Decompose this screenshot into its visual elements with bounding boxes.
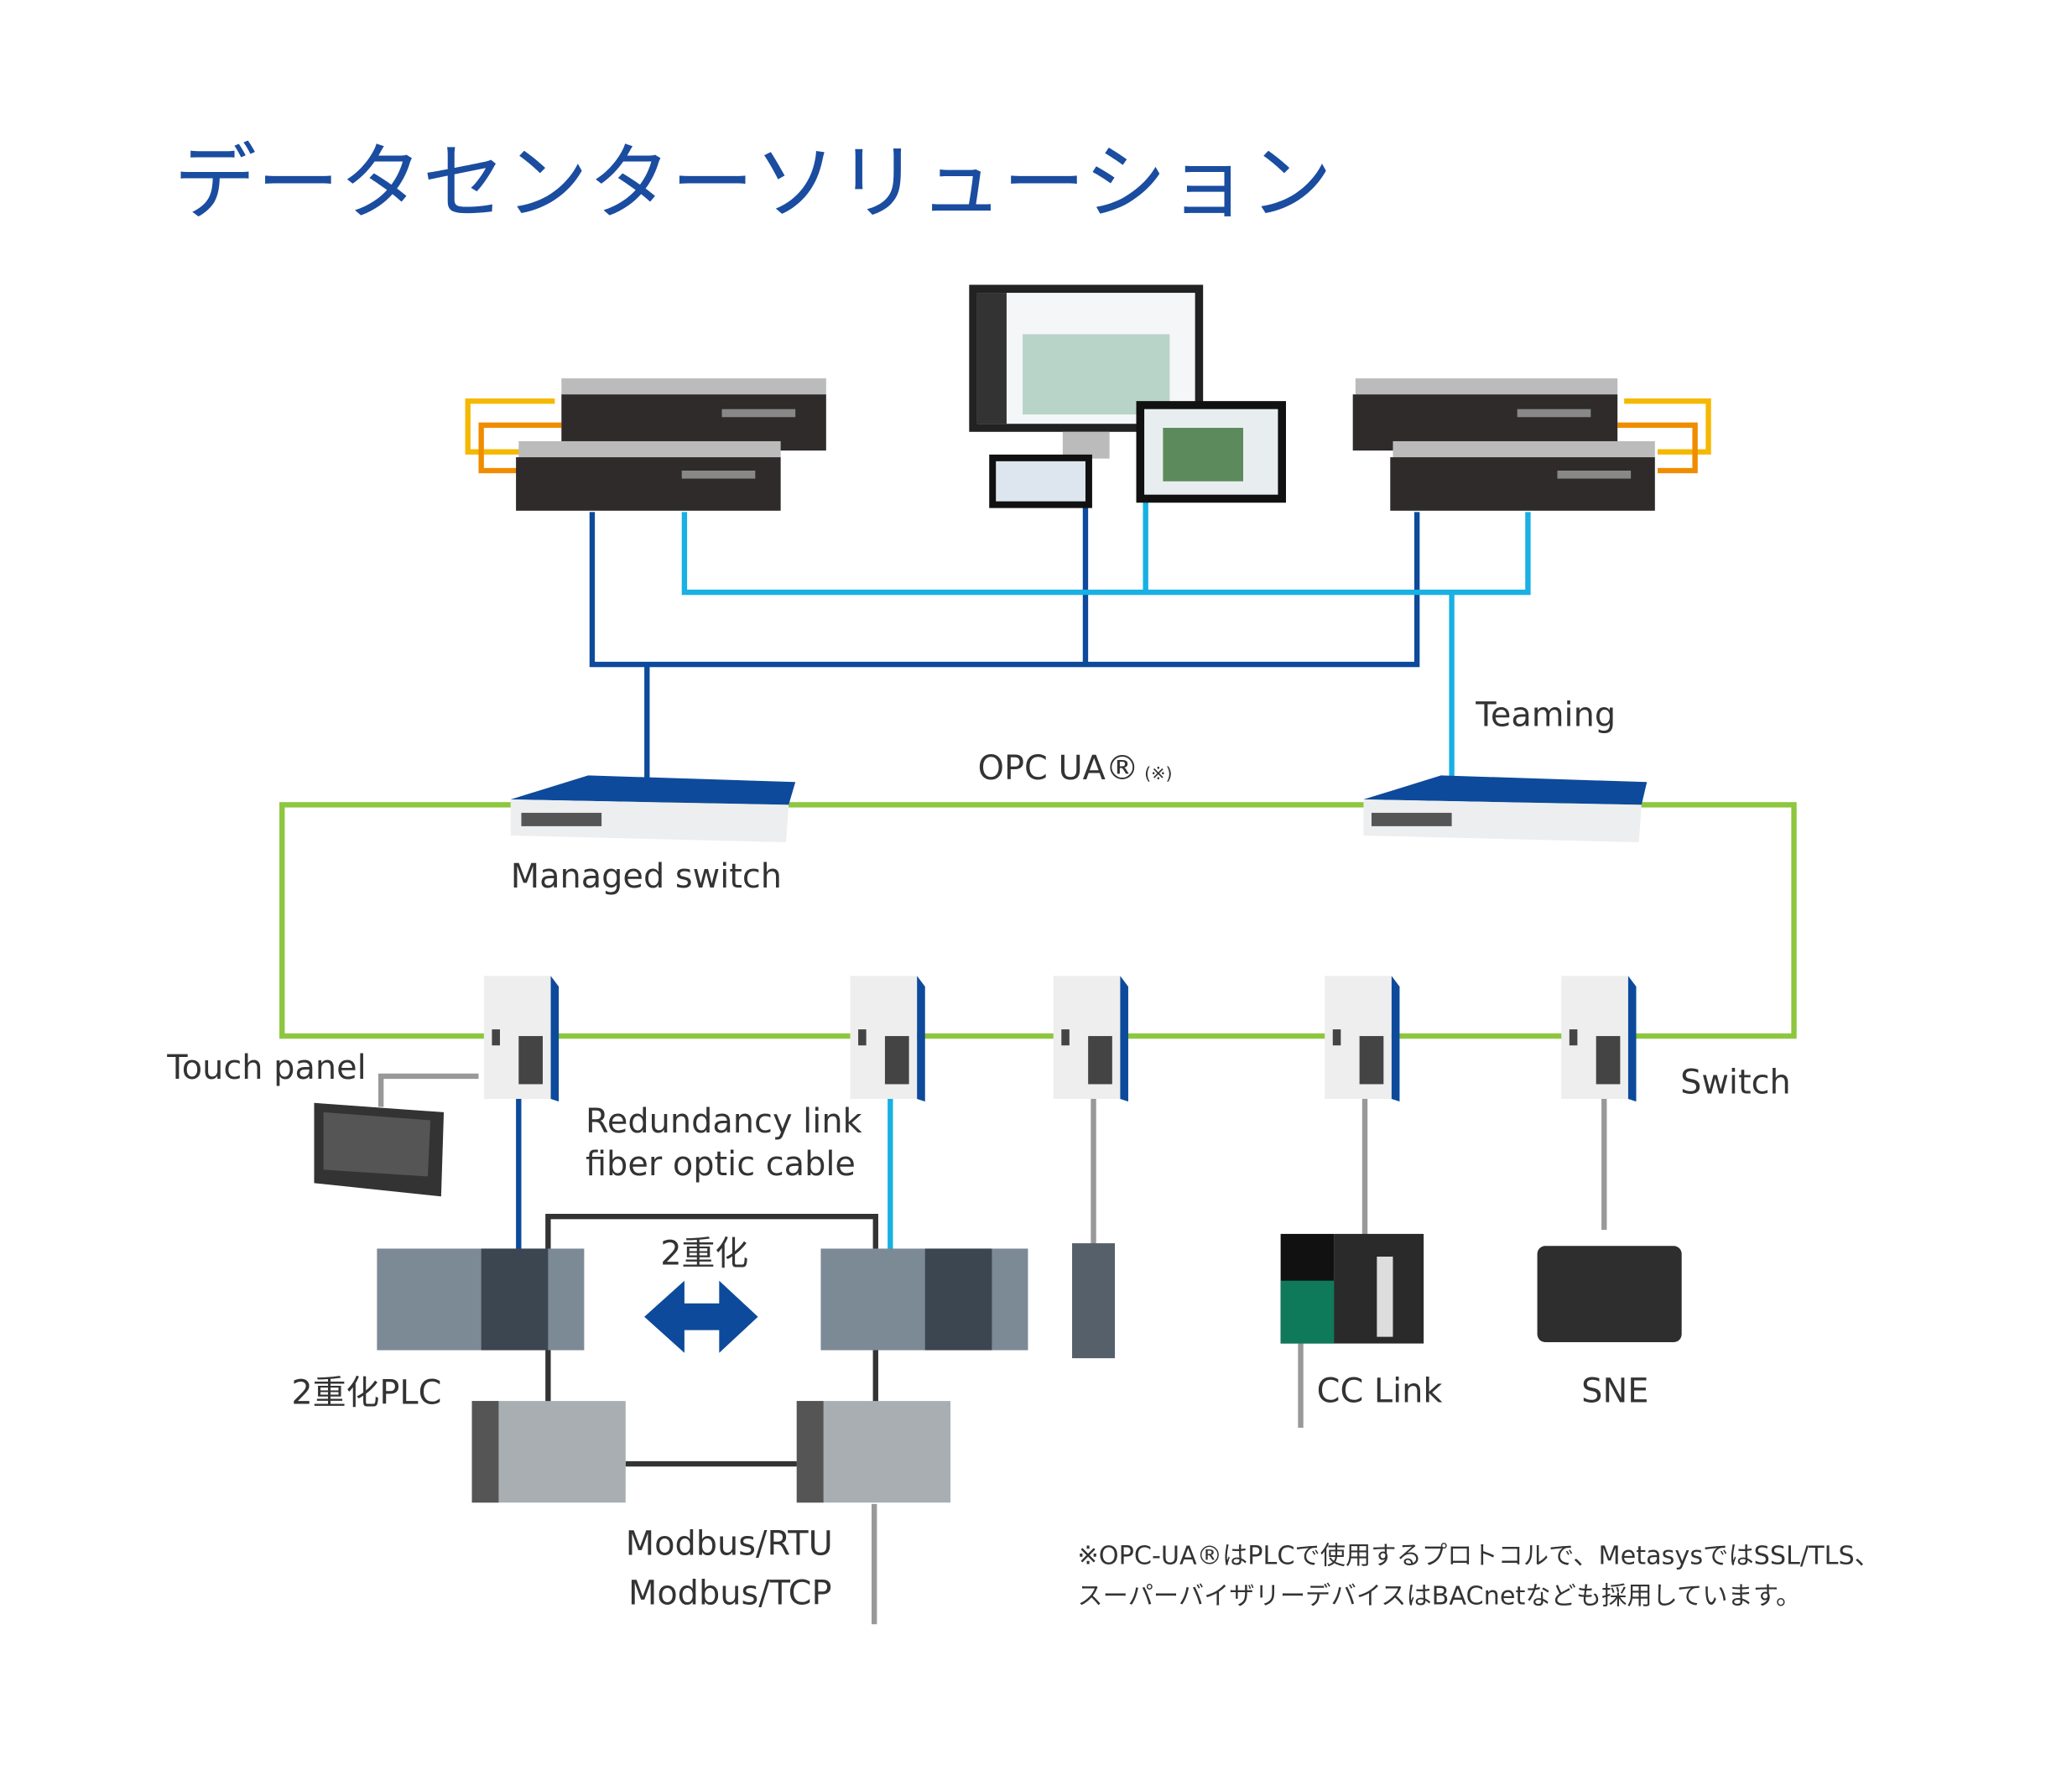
- footnote-line2: スーパーバイザリーデバイスはBACnetなども採用しています。: [1077, 1581, 1801, 1611]
- touch-panel-label: Touch panel: [166, 1049, 366, 1087]
- server-cable: [465, 398, 555, 455]
- duplex-plc-label: 2重化PLC: [291, 1373, 441, 1412]
- plc-sync-link: [545, 1214, 878, 1252]
- modbus-tcp-label: Modbus/TCP: [628, 1574, 832, 1612]
- io-module-right: [796, 1401, 951, 1503]
- touch-panel-link: [377, 1073, 479, 1107]
- field-switch: [1561, 976, 1637, 1102]
- field-switch: [850, 976, 925, 1102]
- sne-label: SNE: [1581, 1372, 1648, 1411]
- dark-blue-link: [589, 512, 1420, 668]
- server-cable: [1624, 398, 1711, 455]
- managed-switch-left: [510, 775, 796, 843]
- redundancy-label-line2: fiber optic cable: [586, 1145, 856, 1184]
- server-pair-right: [1352, 378, 1655, 511]
- opc-ua-note-mark: (※): [1144, 763, 1173, 783]
- managed-switch-right: [1363, 775, 1648, 843]
- server-cable: [1617, 422, 1698, 474]
- field-switch: [1325, 976, 1400, 1102]
- touch-panel-device: [314, 1102, 445, 1197]
- opc-ua-label: OPC UA®: [978, 749, 1139, 788]
- footnote-line1: ※OPC-UA®はPLCで使用するプロトコルで、MetasysではSSL/TLS…: [1077, 1542, 1880, 1571]
- opc-ua-ring: [279, 802, 1797, 1039]
- field-switches: [483, 976, 1637, 1102]
- managed-switch-label: Managed switch: [511, 857, 782, 896]
- field-switch: [483, 976, 560, 1102]
- field-switch: [1053, 976, 1128, 1102]
- io-module-left: [471, 1401, 626, 1503]
- plc-right: [820, 1248, 1028, 1351]
- cc-link-device: [1280, 1233, 1424, 1344]
- plc-left: [377, 1248, 585, 1351]
- switch-label: Switch: [1680, 1064, 1791, 1102]
- server-cable: [478, 422, 562, 474]
- duplex-label: 2重化: [660, 1235, 748, 1273]
- cc-link-label: CC Link: [1317, 1372, 1443, 1411]
- duplex-arrow-icon: [644, 1280, 758, 1353]
- cyan-link: [681, 512, 1531, 596]
- redundancy-label-line1: Redundancy link: [586, 1102, 862, 1141]
- server-pair-left: [516, 378, 826, 511]
- network-links: [279, 398, 1797, 1625]
- io-device: [1072, 1243, 1116, 1359]
- modbus-rtu-label: Modbus/RTU: [626, 1524, 833, 1563]
- page-title: データセンターソリューション: [174, 135, 1332, 232]
- sne-device: [1537, 1246, 1682, 1342]
- teaming-label: Teaming: [1475, 695, 1616, 734]
- monitor-dashboard: [969, 284, 1286, 508]
